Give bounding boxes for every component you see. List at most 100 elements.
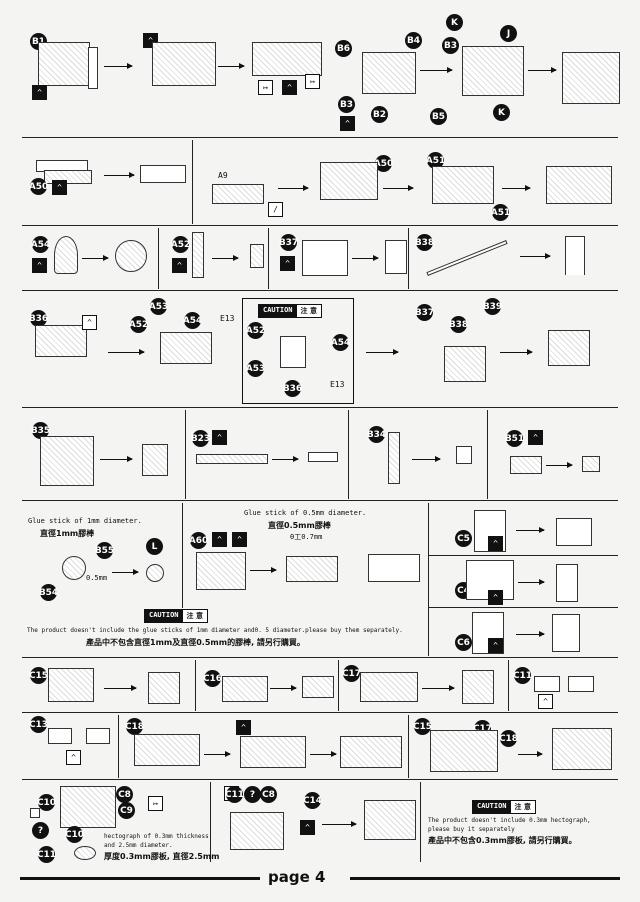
rail-part [212, 184, 264, 204]
caution-title: CAUTION 注 意 [258, 304, 322, 318]
part-label: C8 [260, 786, 277, 803]
arrow [500, 349, 533, 355]
part-label: J [500, 25, 517, 42]
glue-note-en: Glue stick of 1mm diameter. [28, 517, 142, 525]
arrow [82, 255, 109, 261]
rail-part [432, 166, 494, 204]
part-label: B38 [449, 316, 468, 333]
glue-icon: ^ [488, 536, 503, 551]
divider-v [428, 503, 429, 656]
glue-icon: ^ [212, 430, 227, 445]
divider-v [118, 715, 119, 778]
dimension-label: Θ工0.7mm [290, 533, 323, 541]
part-label: C11 [37, 846, 56, 863]
assembly-part [562, 52, 620, 104]
arrow [272, 456, 299, 462]
window-part [534, 676, 560, 692]
glue-note-cn: 直徑1mm膠棒 [40, 529, 95, 538]
window-part [86, 728, 110, 744]
arrow [322, 821, 357, 827]
glue-icon: ^ [232, 532, 247, 547]
part-label: B5 [430, 108, 447, 125]
help-icon: ? [244, 786, 261, 803]
panel-part [148, 672, 180, 704]
glue-icon: ^ [488, 590, 503, 605]
separator-sub [428, 607, 618, 608]
frame-part [152, 42, 216, 86]
floor-part [240, 736, 306, 768]
divider-v [348, 410, 349, 499]
separator-3 [22, 290, 618, 291]
part-code: A9 [218, 171, 228, 180]
part-label: C16 [203, 670, 222, 687]
arrow [250, 567, 277, 573]
block-part [286, 556, 338, 582]
window-part [568, 676, 594, 692]
arrow [100, 456, 133, 462]
panel-part [280, 336, 306, 368]
part-label: B3 [338, 96, 355, 113]
floor-part [340, 736, 402, 768]
wheel-part [146, 564, 164, 582]
footer-rule [20, 877, 260, 880]
part-label: A54 [331, 334, 350, 351]
frame-part [40, 436, 94, 486]
divider-v [508, 660, 509, 711]
footer-rule [350, 877, 620, 880]
hecto-note-en: and 2.5mm diameter. [104, 842, 173, 849]
part-label: B39 [483, 298, 502, 315]
part-label: A53 [246, 360, 265, 377]
arrow [104, 172, 135, 178]
caution-en: CAUTION [473, 801, 511, 813]
part-label: C10 [37, 794, 56, 811]
part-label: C18 [125, 718, 144, 735]
arrow [104, 63, 133, 69]
arrow [310, 751, 337, 757]
part-label: B38 [415, 234, 434, 251]
bracket-part [582, 456, 600, 472]
hecto-note-cn: 厚度0.3mm膠板, 直徑2.5mm [104, 852, 220, 861]
small-part [30, 808, 40, 818]
part-label: B37 [279, 234, 298, 251]
glue-icon: ^ [528, 430, 543, 445]
divider-v [195, 660, 196, 711]
arrow [366, 349, 399, 355]
rail-part [196, 454, 268, 464]
glue-note-cn: 直徑0.5mm膠棒 [268, 521, 331, 530]
part-code: E13 [220, 314, 235, 323]
assembly-part [362, 52, 416, 94]
part-label: B36 [283, 380, 302, 397]
hecto-note-en: hectograph of 0.3mm thickness [104, 833, 209, 840]
flip-icon: ↦ [148, 796, 163, 811]
part-label: C15 [29, 667, 48, 684]
part-label: A54 [31, 236, 50, 253]
arrow [502, 185, 531, 191]
caution-cn: 注 意 [510, 801, 535, 813]
frame-part [142, 444, 168, 476]
part-label: K [446, 14, 463, 31]
divider-v [408, 228, 409, 289]
arrow [104, 685, 137, 691]
base-part [35, 325, 87, 357]
part-label: C17 [342, 665, 361, 682]
arrow [352, 255, 379, 261]
part-label: B6 [335, 40, 352, 57]
rail-part [546, 166, 612, 204]
assembly-part [552, 728, 612, 770]
arrow [212, 255, 239, 261]
part-label: A53 [149, 298, 168, 315]
arrow [278, 185, 309, 191]
part-label: B37 [415, 304, 434, 321]
arrow [420, 67, 453, 73]
separator-8 [22, 779, 618, 780]
arrow [270, 685, 297, 691]
floor-part [134, 734, 200, 766]
arrow [546, 462, 573, 468]
rail-part [140, 165, 186, 183]
block-part [368, 554, 420, 582]
glue-icon: ^ [300, 820, 315, 835]
panel-part [302, 676, 334, 698]
part-label: L [146, 538, 163, 555]
glue-icon: ^ [236, 720, 251, 735]
glue-icon: ^ [340, 116, 355, 131]
